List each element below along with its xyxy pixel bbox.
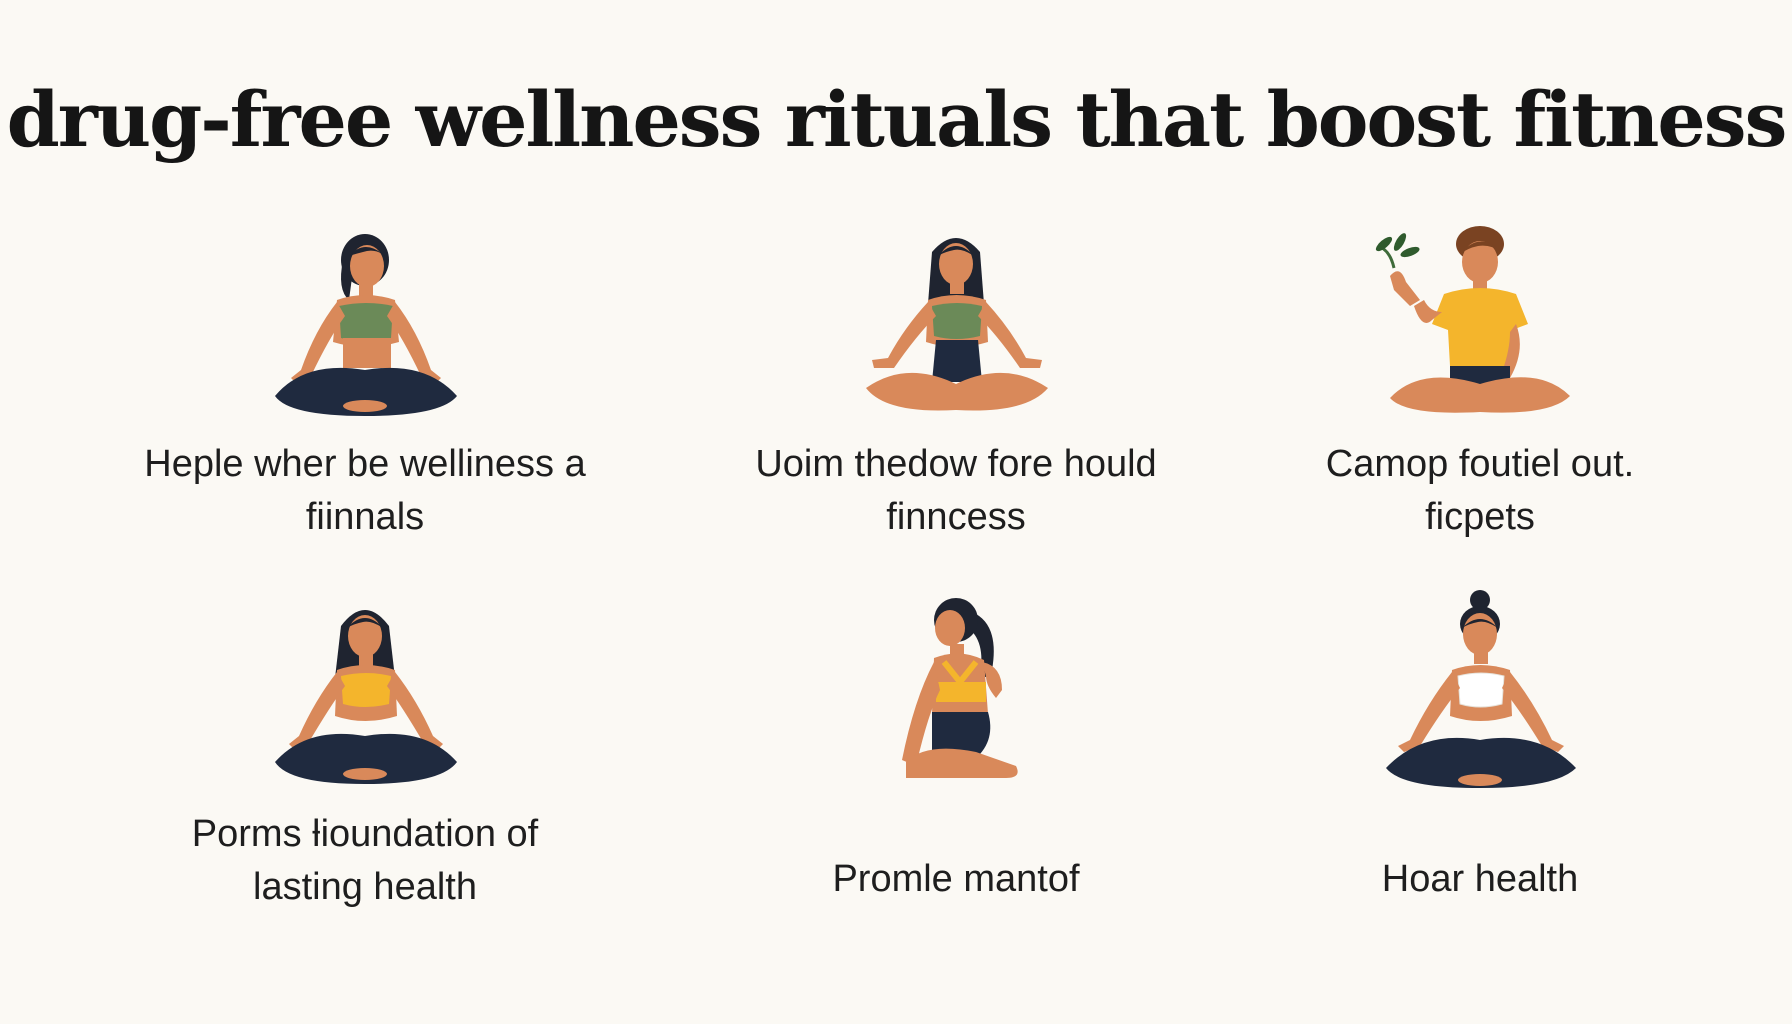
woman-kneeling-ponytail-icon [902,598,1018,778]
ritual-caption: Hoar health [1381,858,1579,900]
ritual-caption: Promle mantof [832,858,1080,900]
man-holding-plant-icon [1375,226,1570,413]
ritual-caption: Uoim thedow fore hould finncess [755,443,1157,538]
ritual-caption: Porms ƚioundation of lasting health [191,813,539,908]
ritual-card-5: Promle mantof [676,590,1236,906]
ritual-card-2: Uoim thedow fore hould finncess [676,220,1236,544]
ritual-caption: Heple wher be welliness a fiinnals [144,443,586,538]
woman-meditating-green-top-icon [275,234,457,416]
ritual-card-4: Porms ƚioundation of lasting health [85,590,645,914]
ritual-card-6: Hoar health [1200,590,1760,906]
woman-meditating-white-top-icon [1386,590,1576,788]
woman-meditating-yellow-top-icon [275,610,457,784]
page-title: drug-free wellness rituals that boost fi… [6,75,1788,164]
woman-cross-legged-green-top-icon [866,238,1048,411]
ritual-card-3: Camop foutiel out. ficpets [1200,220,1760,544]
ritual-caption: Camop foutiel out. ficpets [1325,443,1635,538]
ritual-card-1: Heple wher be welliness a fiinnals [85,220,645,544]
